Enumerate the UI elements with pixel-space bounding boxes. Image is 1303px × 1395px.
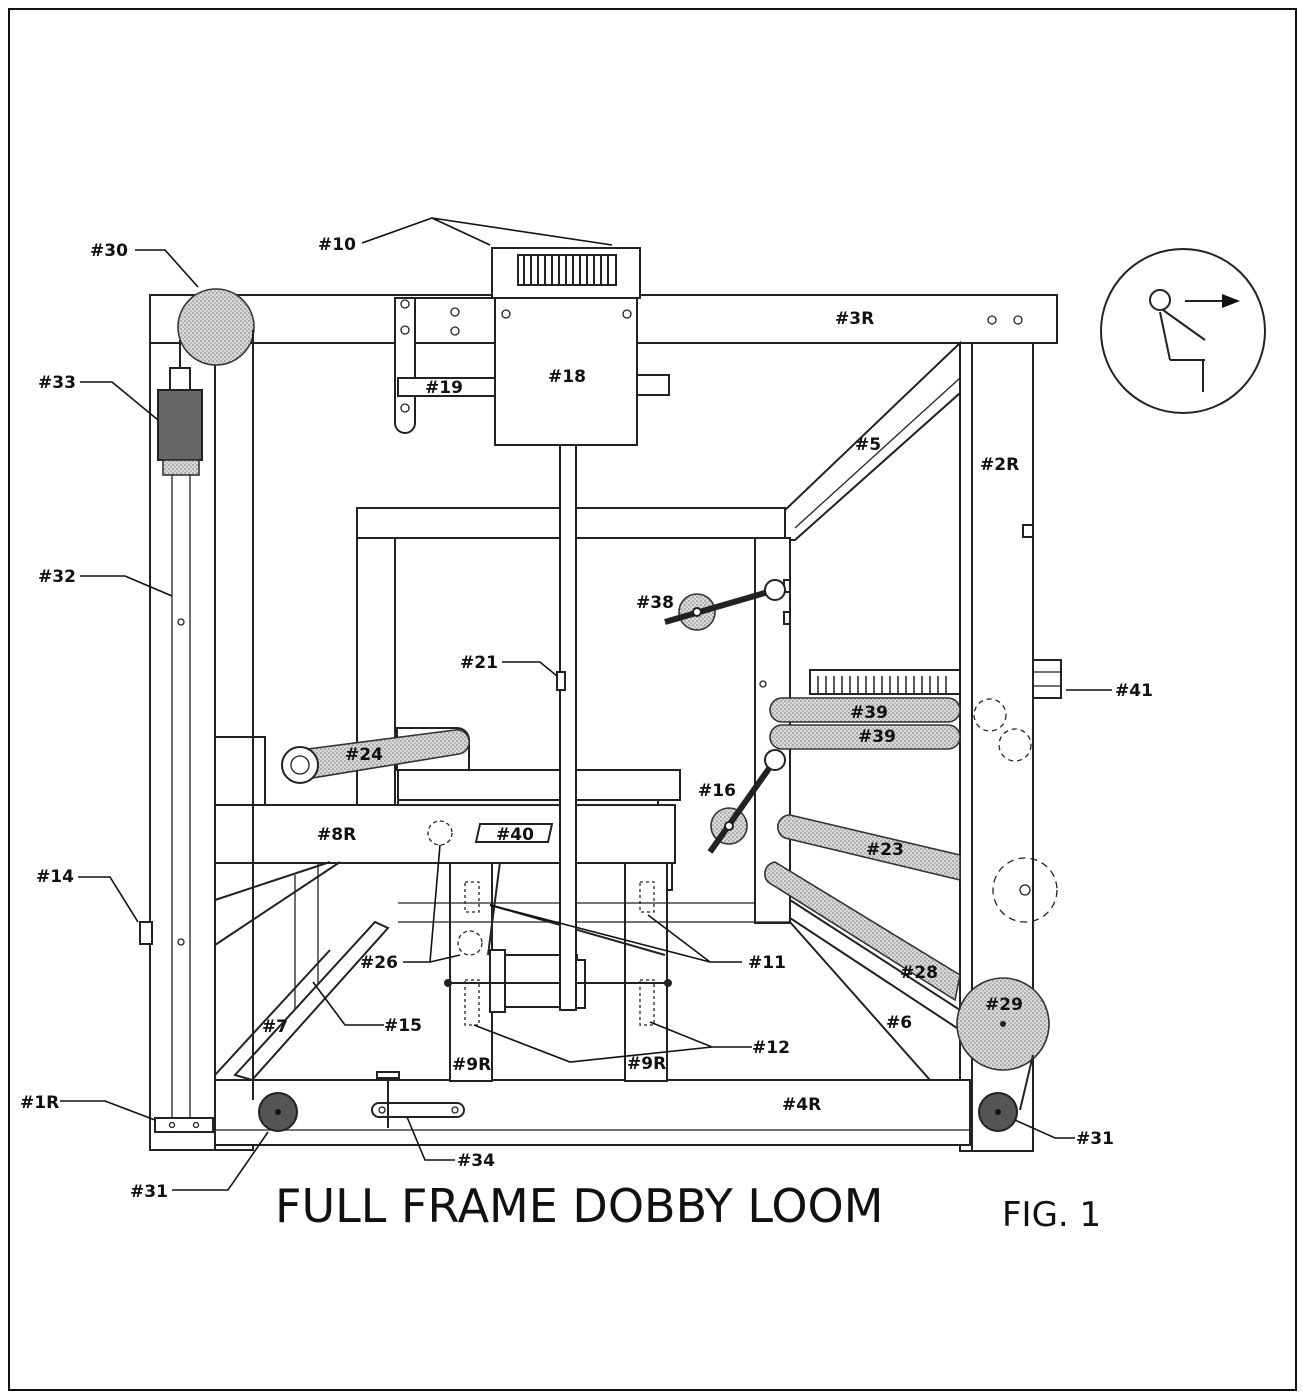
label-15: #15 (384, 1016, 422, 1036)
part-labels: #30 #10 #33 #32 #19 #18 #3R #5 #2R #38 #… (20, 235, 1153, 1202)
label-12: #12 (752, 1038, 790, 1058)
label-32: #32 (38, 567, 76, 587)
pulley-30 (177, 288, 255, 1100)
pulley-31-right (978, 1092, 1018, 1132)
label-39b: #39 (858, 727, 896, 747)
weaver-direction-icon (1100, 248, 1266, 414)
label-19: #19 (425, 378, 463, 398)
label-21: #21 (460, 653, 498, 673)
roller-23 (776, 814, 961, 882)
roller-28 (764, 861, 961, 1032)
dobby-head-18 (494, 297, 670, 446)
cloth-beam-circle (992, 857, 1058, 923)
label-16: #16 (698, 781, 736, 801)
label-9r-right: #9R (627, 1054, 666, 1074)
label-3r: #3R (835, 309, 874, 329)
pulley-29 (956, 977, 1050, 1111)
label-38: #38 (636, 593, 674, 613)
crank-38 (664, 579, 786, 631)
label-7: #7 (262, 1017, 288, 1037)
foot-plate-1r (154, 1117, 214, 1133)
leader-lines (60, 217, 1112, 1191)
bottom-beam-4r (214, 1079, 971, 1146)
lamm-9r-left (449, 862, 493, 1082)
weight-33 (157, 367, 203, 476)
lamm-9r-right (624, 862, 668, 1082)
label-8r: #8R (317, 825, 356, 845)
label-40: #40 (496, 825, 534, 845)
breast-beam-8r (214, 804, 676, 864)
label-24: #24 (345, 745, 383, 765)
label-18: #18 (548, 367, 586, 387)
treadle-15 (233, 920, 390, 1082)
label-4r: #4R (782, 1095, 821, 1115)
figure-label: FIG. 1 (1002, 1195, 1101, 1235)
pedal-34 (371, 1071, 465, 1128)
label-14: #14 (36, 867, 74, 887)
page-border (8, 8, 1297, 1391)
label-11: #11 (748, 953, 786, 973)
dobby-pegs-10 (491, 247, 641, 299)
label-26: #26 (360, 953, 398, 973)
label-34: #34 (457, 1151, 495, 1171)
label-2r: #2R (980, 455, 1019, 475)
label-5: #5 (855, 435, 881, 455)
label-1r: #1R (20, 1093, 59, 1113)
label-29: #29 (985, 995, 1023, 1015)
warp-spool-39 (769, 669, 1032, 762)
pulley-31-left (258, 1092, 298, 1132)
label-31-right: #31 (1076, 1129, 1114, 1149)
label-30: #30 (90, 241, 128, 261)
label-23: #23 (866, 840, 904, 860)
label-10: #10 (318, 235, 356, 255)
bracket-19 (394, 297, 496, 434)
label-28: #28 (900, 963, 938, 983)
brake-41 (1032, 659, 1062, 699)
label-9r-left: #9R (452, 1055, 491, 1075)
label-6: #6 (886, 1013, 912, 1033)
label-39a: #39 (850, 703, 888, 723)
label-41: #41 (1115, 681, 1153, 701)
label-31-left: #31 (130, 1182, 168, 1202)
bench-structure (139, 861, 341, 1076)
diagram-title: FULL FRAME DOBBY LOOM (275, 1179, 883, 1233)
crank-16 (707, 749, 786, 854)
label-33: #33 (38, 373, 76, 393)
